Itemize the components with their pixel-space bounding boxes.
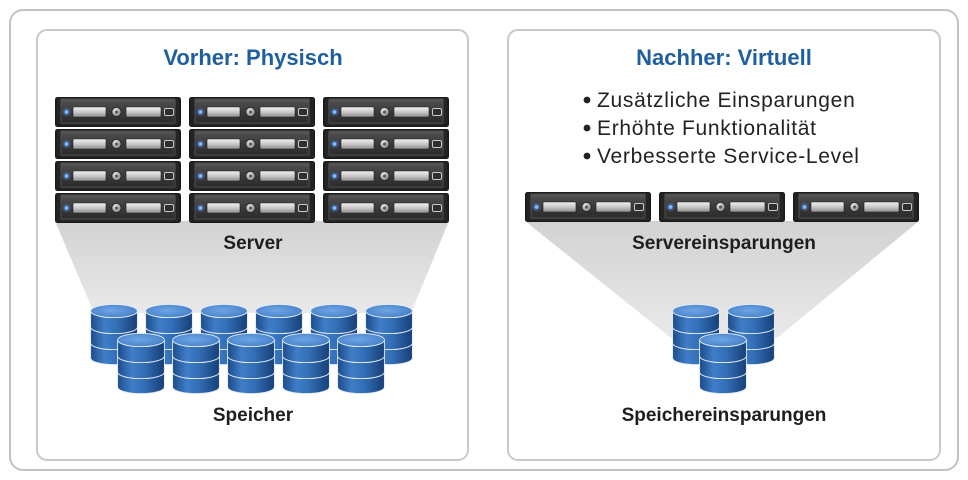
virtual-server-rack [525, 192, 919, 222]
left-panel-title: Vorher: Physisch [163, 45, 342, 70]
bullet-marker [583, 124, 591, 132]
storage-savings-label: Speichereinsparungen [622, 405, 827, 426]
server-label: Server [223, 233, 283, 254]
benefit-item: Zusätzliche Einsparungen [597, 89, 855, 112]
server-to-storage-funnel [55, 221, 449, 313]
benefits-list: Zusätzliche Einsparungen Erhöhte Funktio… [583, 89, 860, 168]
storage-disk-icon [282, 333, 330, 395]
server-unit-icon [323, 161, 449, 191]
storage-disk-icon [172, 333, 220, 395]
server-unit-icon [189, 161, 315, 191]
server-unit-icon [55, 97, 181, 127]
server-unit-icon [323, 97, 449, 127]
server-unit-icon [189, 193, 315, 223]
server-unit-icon [323, 129, 449, 159]
server-to-storage-funnel [525, 221, 919, 338]
storage-disk-icon [337, 333, 385, 395]
bullet-marker [583, 152, 591, 160]
benefit-item: Verbesserte Service-Level [597, 145, 860, 168]
storage-label: Speicher [213, 405, 294, 426]
bullet-marker [583, 96, 591, 104]
server-savings-label: Servereinsparungen [632, 233, 816, 254]
server-unit-icon [55, 129, 181, 159]
storage-disk-icon [117, 333, 165, 395]
storage-disk-icon [227, 333, 275, 395]
right-panel: Nachher: Virtuell Zusätzliche Einsparung… [507, 29, 941, 461]
server-unit-icon [323, 193, 449, 223]
server-unit-icon [55, 193, 181, 223]
server-unit-icon [793, 192, 919, 222]
server-unit-icon [55, 161, 181, 191]
server-unit-icon [525, 192, 651, 222]
left-panel: Vorher: Physisch Server [36, 29, 469, 461]
server-unit-icon [189, 97, 315, 127]
benefit-item: Erhöhte Funktionalität [597, 117, 817, 140]
server-unit-icon [659, 192, 785, 222]
storage-disk-icon [699, 333, 747, 395]
right-panel-title: Nachher: Virtuell [636, 45, 812, 70]
server-unit-icon [189, 129, 315, 159]
